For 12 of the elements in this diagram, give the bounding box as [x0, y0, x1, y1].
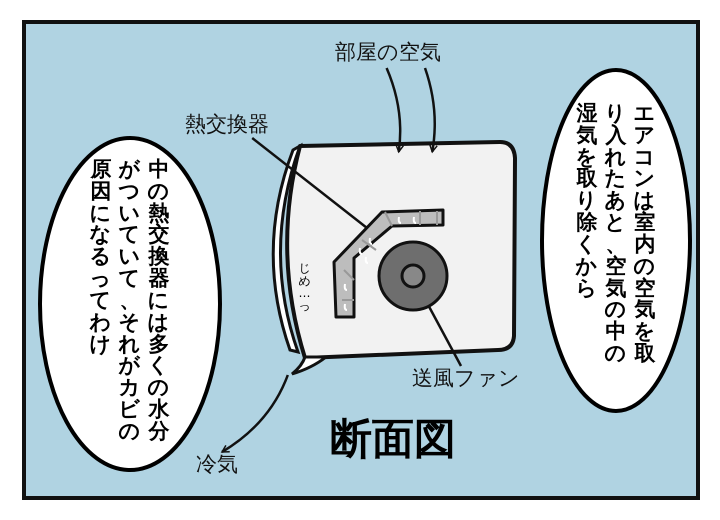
leader-line — [251, 137, 368, 230]
handwritten-label: 部屋の空気 — [335, 42, 441, 63]
arrow — [385, 68, 404, 153]
title: 断面図 — [330, 418, 456, 460]
handwritten-label: 冷気 — [196, 454, 238, 475]
speech-text: 中の熱交換器には多くの水分がついていて、それがカビの原因になるってわけ — [90, 159, 170, 445]
handwritten-label: 熱交換器 — [185, 114, 269, 135]
speech-text: エアコンは室内の空気を取り入れたあと、空気の中の湿気を取り除くから — [576, 103, 656, 368]
handwritten-label: 送風ファン — [412, 368, 520, 389]
arrow — [221, 374, 289, 454]
handwritten-label: じめ…っ — [298, 262, 311, 312]
arrow — [424, 68, 438, 153]
